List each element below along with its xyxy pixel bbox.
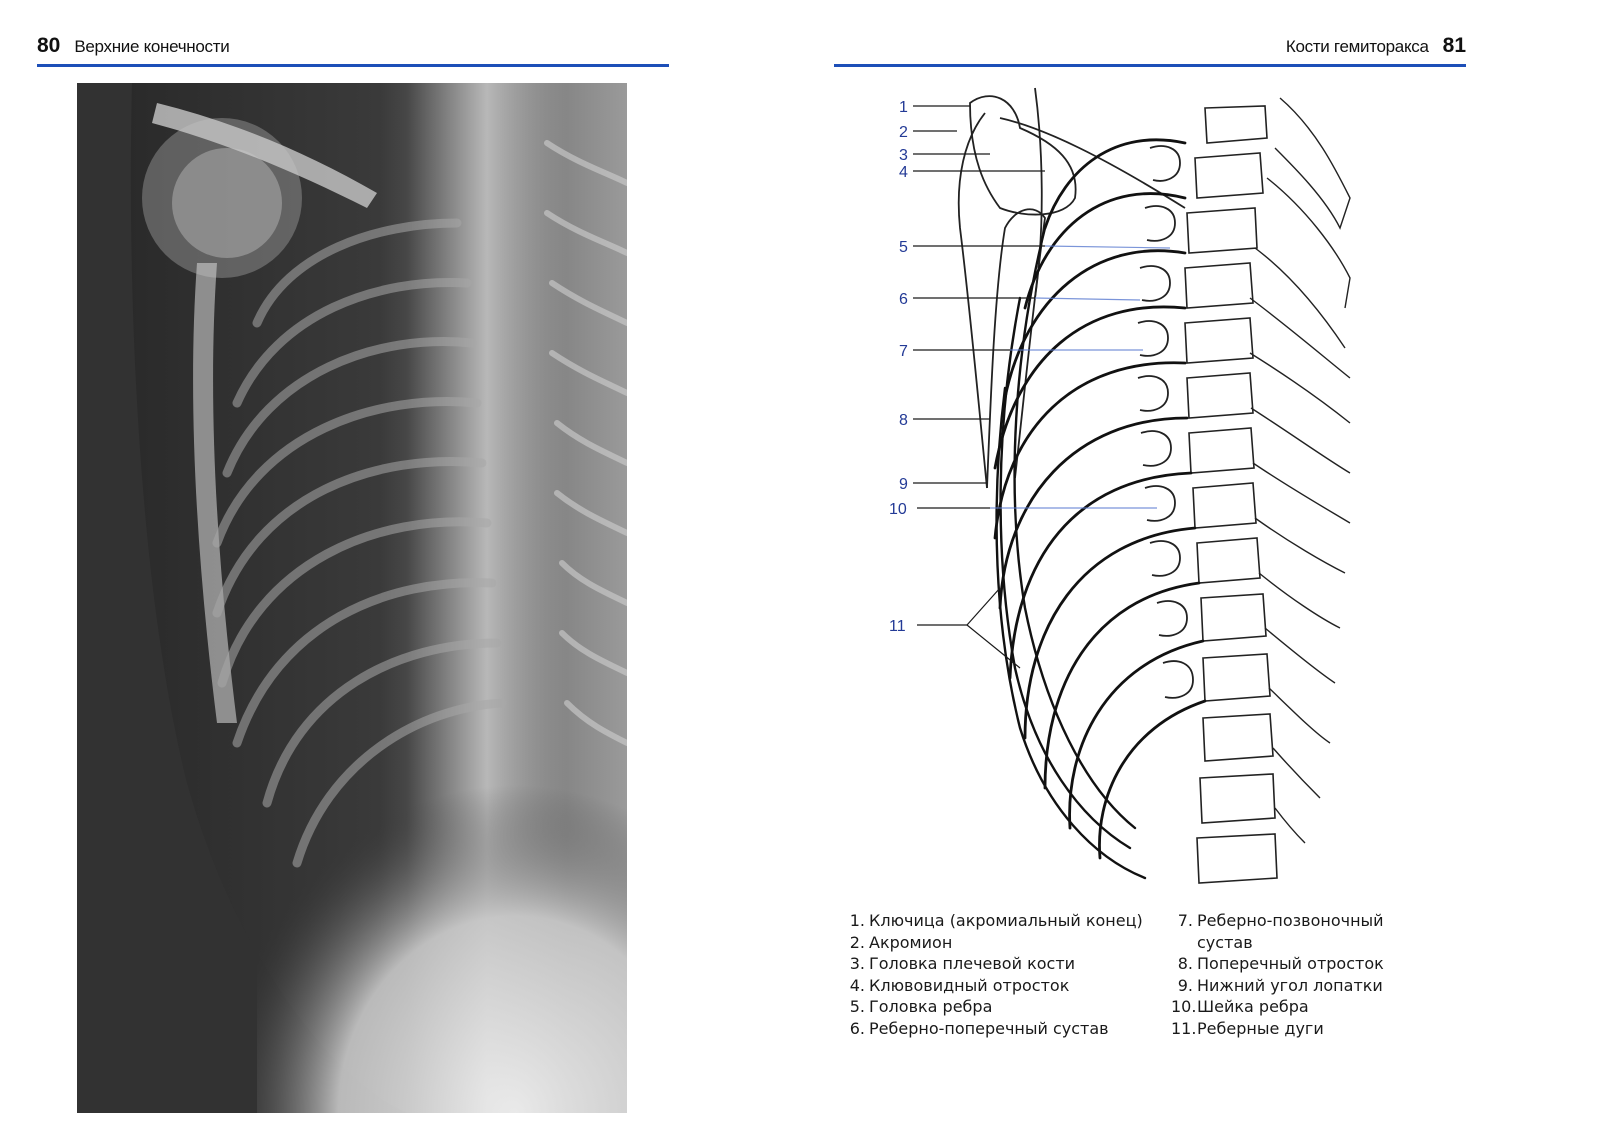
legend-item-number: 10.: [1171, 997, 1197, 1016]
legend-item-text: Клювовидный отросток: [869, 975, 1070, 995]
diagram-label-5: 5: [899, 239, 908, 256]
legend-item-text: Головка ребра: [869, 997, 993, 1016]
left-page-header: 80 Верхние конечности: [37, 34, 669, 67]
legend-item-text: Нижний угол лопатки: [1197, 975, 1383, 995]
legend-item-number: 5.: [849, 997, 865, 1016]
legend-item: 8. Поперечный отросток: [1171, 953, 1441, 975]
xray-image: [77, 83, 627, 1113]
legend-item-text: Ключица (акромиальный конец): [869, 911, 1143, 930]
diagram-label-3: 3: [899, 147, 908, 164]
legend-item-number: 1.: [849, 911, 865, 930]
legend-item-text: Акромион: [869, 932, 953, 952]
legend-item-number: 4.: [849, 975, 865, 995]
diagram-label-1: 1: [899, 99, 908, 116]
right-page-title: Кости гемиторакса: [1285, 37, 1429, 56]
legend-item: 1. Ключица (акромиальный конец): [843, 910, 1153, 932]
diagram-label-9: 9: [899, 476, 908, 493]
legend-item: 2. Акромион: [843, 932, 1153, 954]
legend-item-number: 8.: [1177, 954, 1193, 973]
legend-item: 3. Головка плечевой кости: [843, 953, 1153, 975]
legend-item-text: Реберно-поперечный сустав: [869, 1018, 1109, 1038]
legend-item-text: Шейка ребра: [1197, 997, 1309, 1016]
legend-item-number: 9.: [1177, 975, 1193, 995]
legend-column-1: 1. Ключица (акромиальный конец) 2. Акром…: [843, 910, 1153, 1039]
legend-item: 10. Шейка ребра: [1171, 996, 1441, 1018]
legend-column-2: 7. Реберно-позвоночный сустав 8. Попереч…: [1171, 910, 1441, 1039]
legend-item: 9. Нижний угол лопатки: [1171, 975, 1441, 997]
legend-item-number: 2.: [849, 932, 865, 952]
legend-item: 6. Реберно-поперечный сустав: [843, 1018, 1153, 1040]
diagram-label-11: 11: [889, 618, 906, 635]
diagram-label-6: 6: [899, 291, 908, 308]
legend-item-text: Реберно-позвоночный сустав: [1197, 911, 1384, 952]
legend-item-number: 11.: [1171, 1018, 1197, 1038]
diagram-label-2: 2: [899, 124, 908, 141]
legend-item: 4. Клювовидный отросток: [843, 975, 1153, 997]
diagram-label-8: 8: [899, 412, 908, 429]
legend-item-text: Реберные дуги: [1197, 1018, 1324, 1038]
legend-item-text: Головка плечевой кости: [869, 954, 1076, 973]
left-page-title: Верхние конечности: [74, 37, 230, 56]
legend-item-number: 3.: [849, 954, 865, 973]
diagram-label-7: 7: [899, 343, 908, 360]
hemithorax-diagram: 1 2 3 4 5 6 7 8 9 10 11: [889, 87, 1395, 898]
legend-item-number: 6.: [849, 1018, 865, 1038]
legend-item: 7. Реберно-позвоночный сустав: [1171, 910, 1441, 953]
legend-item-text: Поперечный отросток: [1197, 954, 1384, 973]
diagram-label-4: 4: [899, 164, 908, 181]
right-page-header: Кости гемиторакса 81: [834, 34, 1466, 67]
diagram-label-10: 10: [889, 501, 907, 518]
left-page-number: 80: [37, 34, 61, 57]
legend-item-number: 7.: [1177, 911, 1193, 930]
legend-item: 11. Реберные дуги: [1171, 1018, 1441, 1040]
legend-item: 5. Головка ребра: [843, 996, 1153, 1018]
right-page-number: 81: [1442, 34, 1466, 57]
